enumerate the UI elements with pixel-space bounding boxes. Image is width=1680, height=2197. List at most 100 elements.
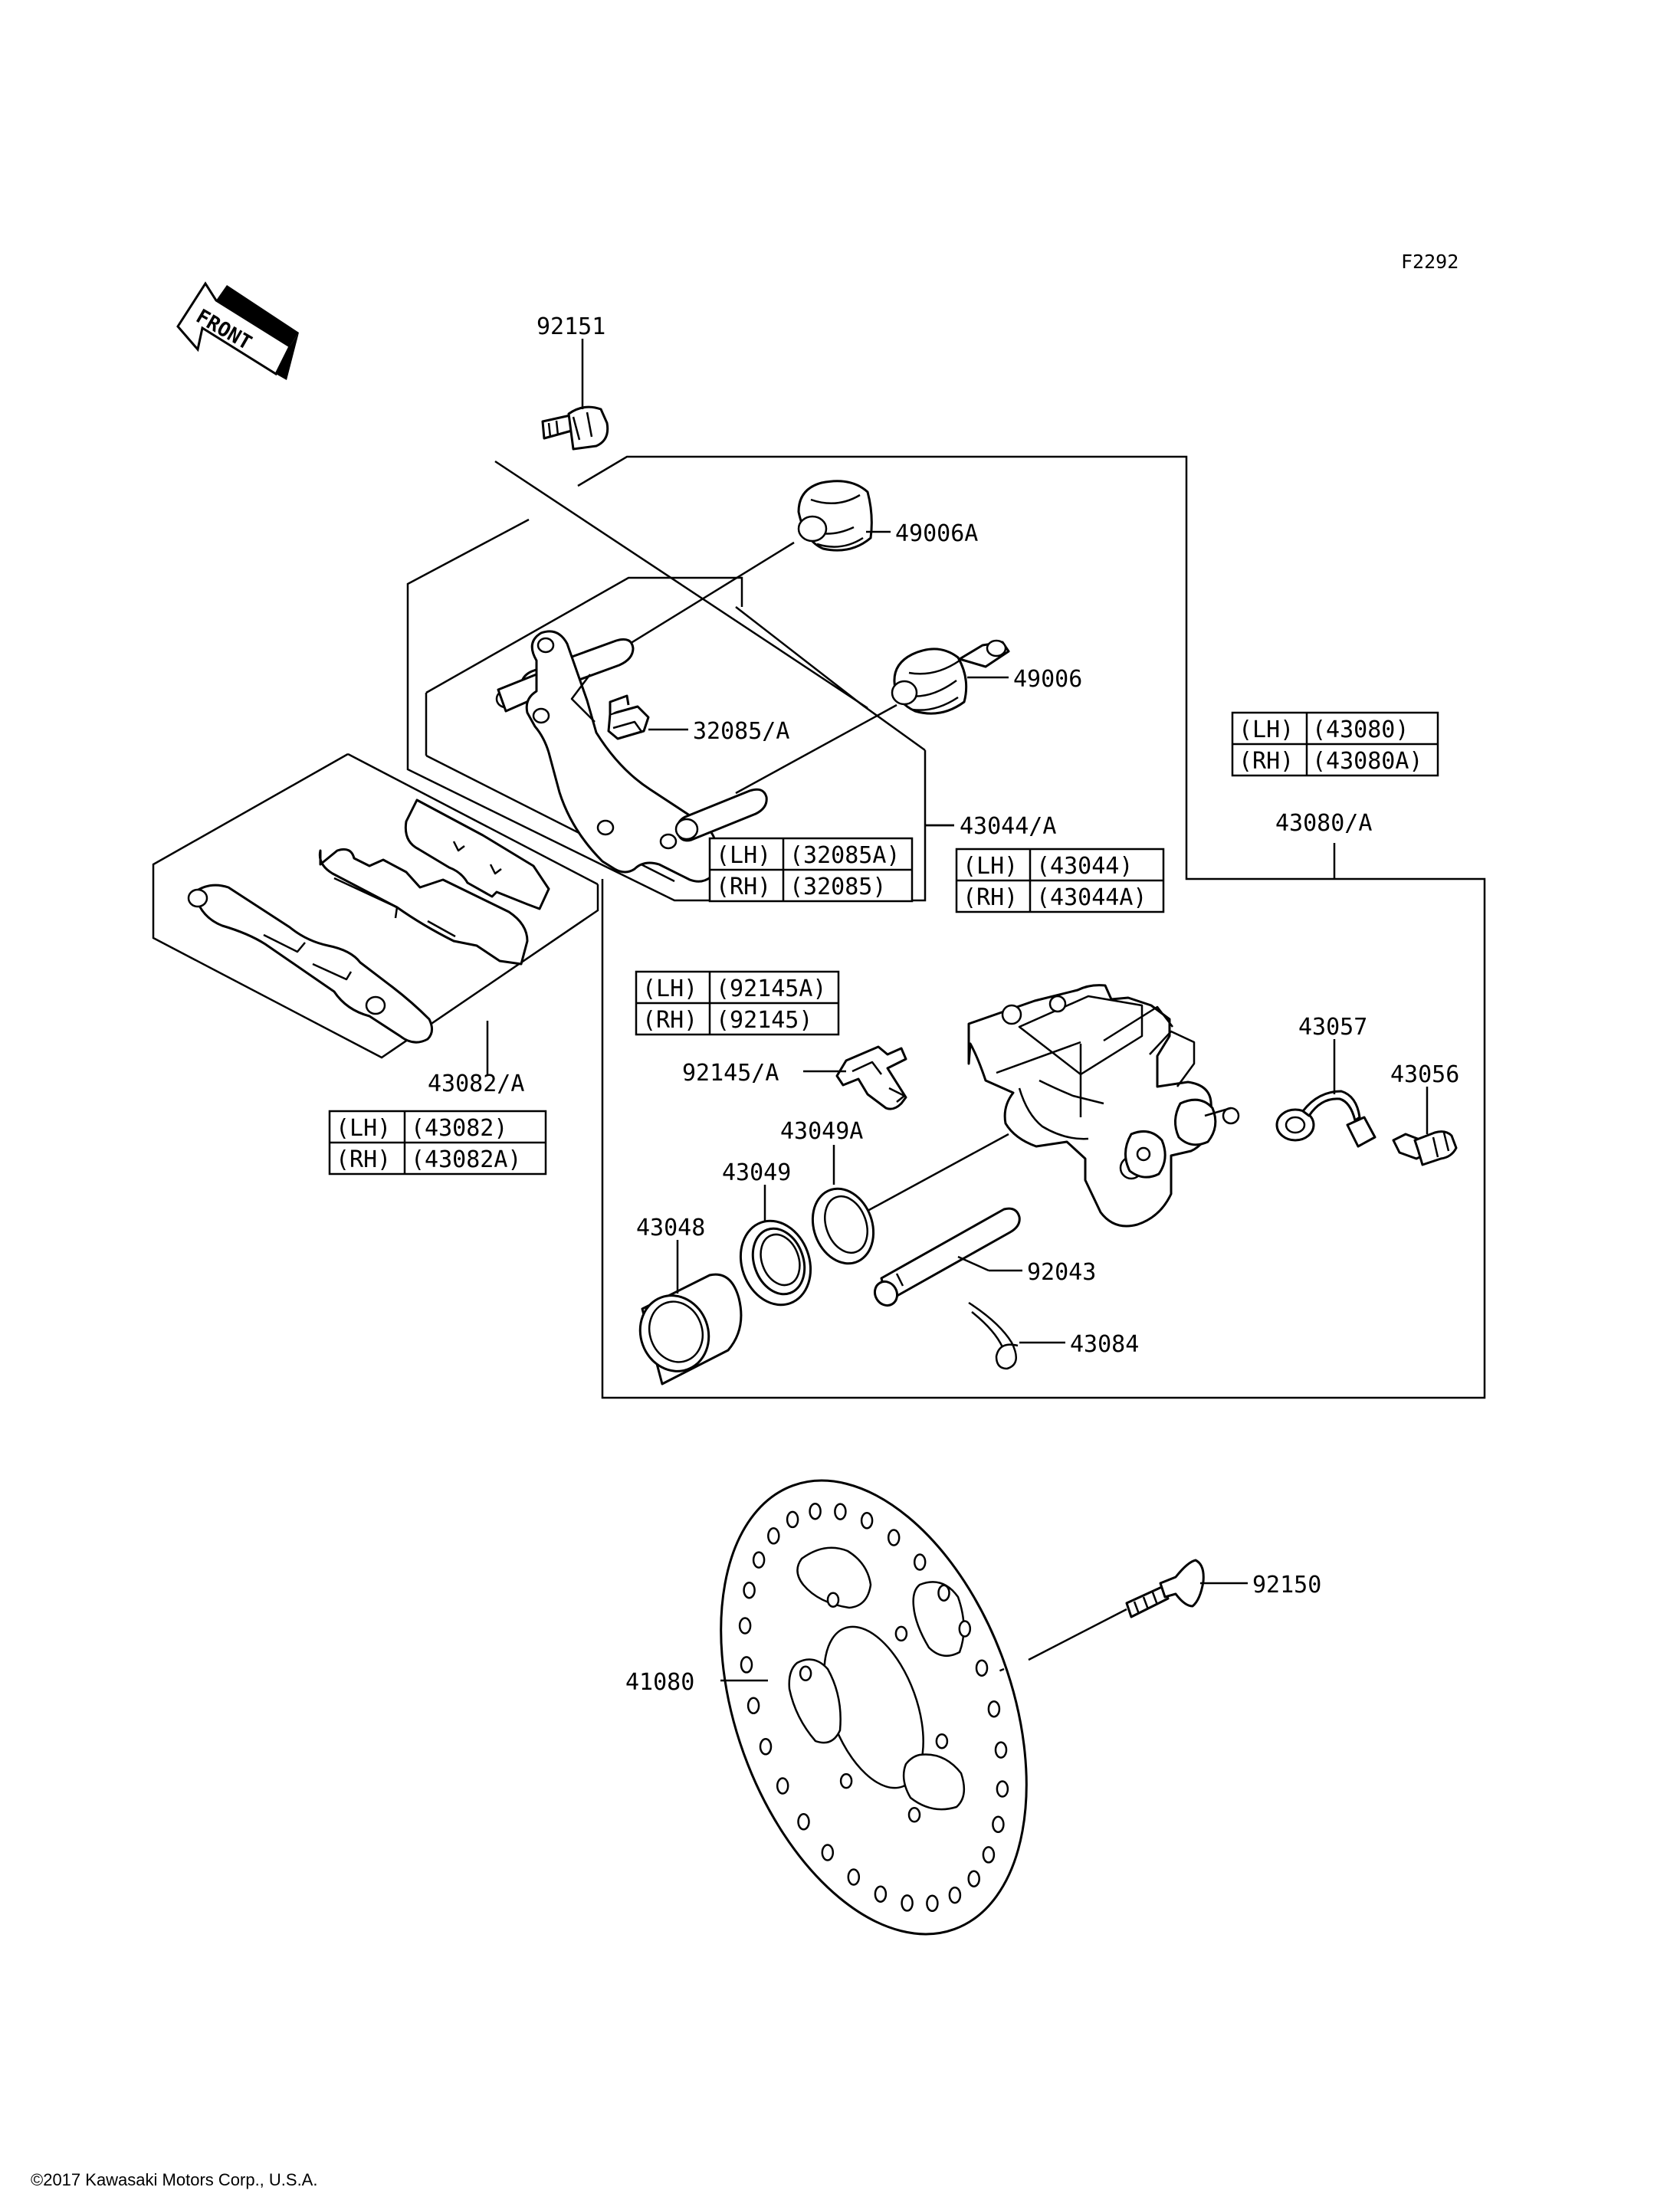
callout-43048: 43048 (636, 1215, 705, 1241)
pad-spring-92145 (835, 1045, 907, 1110)
table-43080: (LH) (43080) (RH) (43080A) (1231, 711, 1439, 777)
table-32085-rh-part: (32085) (789, 874, 886, 900)
bolt-92150 (1125, 1559, 1205, 1618)
disc-vent-hole (740, 1656, 753, 1674)
pad-spring-32085 (607, 694, 650, 740)
bolt-92151-axis (494, 460, 868, 710)
bleeder-screw-43056 (1392, 1130, 1458, 1166)
callout-92043: 92043 (1027, 1259, 1096, 1286)
disc-vent-hole (992, 1815, 1005, 1834)
disc-vent-hole (743, 1581, 756, 1599)
disc-bolt-hole (839, 1772, 853, 1789)
callout-43056: 43056 (1390, 1061, 1459, 1088)
table-43044-rh-part: (43044A) (1036, 884, 1147, 911)
disc-vent-hole (994, 1741, 1008, 1759)
table-43080-lh-part: (43080) (1312, 716, 1409, 743)
seal-43049 (739, 1219, 812, 1307)
table-43082-rh-side: (RH) (336, 1146, 391, 1173)
pin-92043 (873, 1207, 1021, 1307)
table-32085-rh-side: (RH) (716, 874, 771, 900)
disc-bolt-hole (907, 1807, 921, 1823)
table-43082-rh-part: (43082A) (411, 1146, 522, 1173)
table-43044-lh-side: (LH) (963, 853, 1018, 880)
disc-bolt-hole (935, 1733, 949, 1749)
assembly-bracket-43080 (577, 455, 1486, 1399)
callout-32085a: 32085/A (693, 718, 789, 745)
seal-43049a (811, 1187, 875, 1265)
disc-vent-hole (759, 1738, 773, 1756)
disc-vent-hole (982, 1846, 996, 1864)
piston-axis (867, 1133, 1009, 1212)
boot-49006-axis (735, 703, 897, 795)
table-43080-rh-part: (43080A) (1312, 748, 1423, 775)
callout-43044a: 43044/A (960, 813, 1056, 840)
disc-vent-hole (776, 1777, 789, 1795)
copyright: ©2017 Kawasaki Motors Corp., U.S.A. (31, 2170, 317, 2189)
callout-43082a: 43082/A (428, 1071, 524, 1097)
bolt-92150-dash (996, 1667, 1005, 1674)
callout-92151: 92151 (536, 313, 605, 340)
disc-vent-hole (887, 1529, 901, 1546)
disc-vent-hole (967, 1870, 980, 1887)
table-92145-rh-part: (92145) (716, 1007, 812, 1034)
disc-vent-hole (860, 1512, 874, 1530)
disc-vent-hole (809, 1502, 822, 1520)
callout-49006a: 49006A (895, 520, 978, 547)
table-32085: (LH) (32085A) (RH) (32085) (708, 837, 914, 903)
disc-vent-hole (752, 1551, 766, 1569)
leader-92043-bend (957, 1255, 989, 1272)
disc-vent-hole (847, 1868, 861, 1886)
callout-43080a: 43080/A (1275, 810, 1372, 837)
figure-code: F2292 (1401, 251, 1459, 273)
boot-49006 (891, 639, 1010, 715)
table-43082-lh-side: (LH) (336, 1115, 391, 1142)
table-43044-lh-part: (43044) (1036, 853, 1133, 880)
caliper-body (967, 984, 1240, 1228)
table-92145-rh-side: (RH) (642, 1007, 697, 1034)
table-32085-lh-part: (32085A) (789, 842, 901, 869)
disc-vent-hole (821, 1844, 835, 1861)
table-43082: (LH) (43082) (RH) (43082A) (328, 1110, 547, 1176)
table-43082-lh-part: (43082) (411, 1115, 507, 1142)
disc-vent-hole (786, 1510, 799, 1529)
disc-vent-hole (975, 1659, 989, 1677)
table-92145: (LH) (92145A) (RH) (92145) (635, 970, 840, 1036)
disc-vent-hole (948, 1886, 962, 1904)
boot-49006a (797, 480, 873, 552)
pin-guide-line (735, 606, 863, 706)
callout-92145a: 92145/A (682, 1060, 779, 1087)
piston-43048 (638, 1273, 743, 1385)
table-43080-lh-side: (LH) (1239, 716, 1294, 743)
table-43080-rh-side: (RH) (1239, 748, 1294, 775)
disc-vent-hole (987, 1700, 1001, 1718)
table-43044-rh-side: (RH) (963, 884, 1018, 911)
clip-43084 (968, 1301, 1019, 1370)
disc-vent-hole (958, 1620, 972, 1638)
disc-bolt-hole (894, 1625, 908, 1642)
disc-vent-hole (901, 1894, 914, 1912)
table-92145-lh-part: (92145A) (716, 976, 827, 1002)
callout-92150: 92150 (1252, 1572, 1321, 1599)
disc-vent-hole (738, 1617, 752, 1635)
callout-43049a: 43049A (780, 1118, 863, 1145)
table-32085-lh-side: (LH) (716, 842, 771, 869)
banjo-bleeder-43057 (1275, 1090, 1376, 1148)
bolt-92151 (541, 405, 609, 451)
disc-vent-hole (767, 1527, 780, 1545)
callout-49006: 49006 (1013, 666, 1082, 693)
callout-43049: 43049 (722, 1159, 791, 1186)
caliper-bracket-43044 (495, 630, 768, 883)
table-43044: (LH) (43044) (RH) (43044A) (955, 848, 1165, 913)
disc-vent-hole (937, 1584, 950, 1602)
bolt-92150-axis (1028, 1608, 1127, 1661)
disc-bolt-hole (799, 1665, 812, 1682)
callout-43057: 43057 (1298, 1014, 1367, 1041)
front-arrow-icon: FRONT (176, 281, 299, 380)
disc-vent-hole (996, 1780, 1009, 1798)
disc-vent-hole (797, 1813, 810, 1831)
callout-43084: 43084 (1070, 1331, 1139, 1358)
disc-vent-hole (874, 1885, 888, 1903)
table-92145-lh-side: (LH) (642, 976, 697, 1002)
brake-pads-43082 (152, 753, 599, 1059)
